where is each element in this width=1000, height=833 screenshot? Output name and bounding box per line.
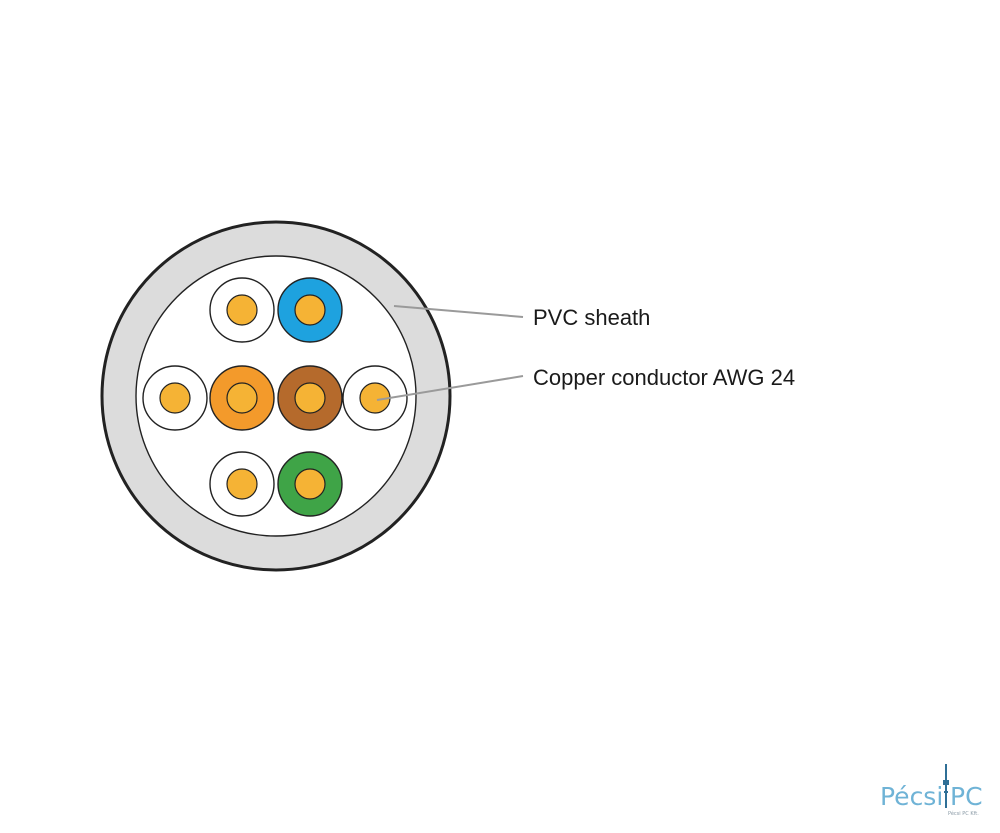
copper-conductor-label: Copper conductor AWG 24 (533, 365, 795, 390)
copper-core-green (294, 468, 326, 500)
copper-core-white-green (226, 468, 258, 500)
pecsi-pc-logo: Pécsi PC Pécsi PC Kft. (880, 764, 983, 817)
pvc-sheath-leader-line (393, 305, 524, 318)
copper-core-white-orange (159, 382, 191, 414)
wire-white-green (209, 451, 275, 517)
copper-conductor-leader-line (376, 375, 524, 401)
logo-brand-left: Pécsi (880, 782, 943, 811)
copper-core-brown (294, 382, 326, 414)
twisted-pair-wires (142, 277, 408, 517)
cable-core-cavity (135, 255, 417, 537)
wire-white-blue (209, 277, 275, 343)
wire-orange (209, 365, 275, 431)
wire-white-brown (342, 365, 408, 431)
wire-brown (277, 365, 343, 431)
wire-white-orange (142, 365, 208, 431)
wire-blue (277, 277, 343, 343)
logo-brand-right: PC (950, 782, 983, 811)
copper-core-orange (226, 382, 258, 414)
pvc-sheath-label: PVC sheath (533, 305, 650, 330)
tv-tower-icon (943, 764, 949, 808)
wire-green (277, 451, 343, 517)
logo-company-name: Pécsi PC Kft. (948, 810, 979, 817)
copper-core-white-blue (226, 294, 258, 326)
copper-core-blue (294, 294, 326, 326)
